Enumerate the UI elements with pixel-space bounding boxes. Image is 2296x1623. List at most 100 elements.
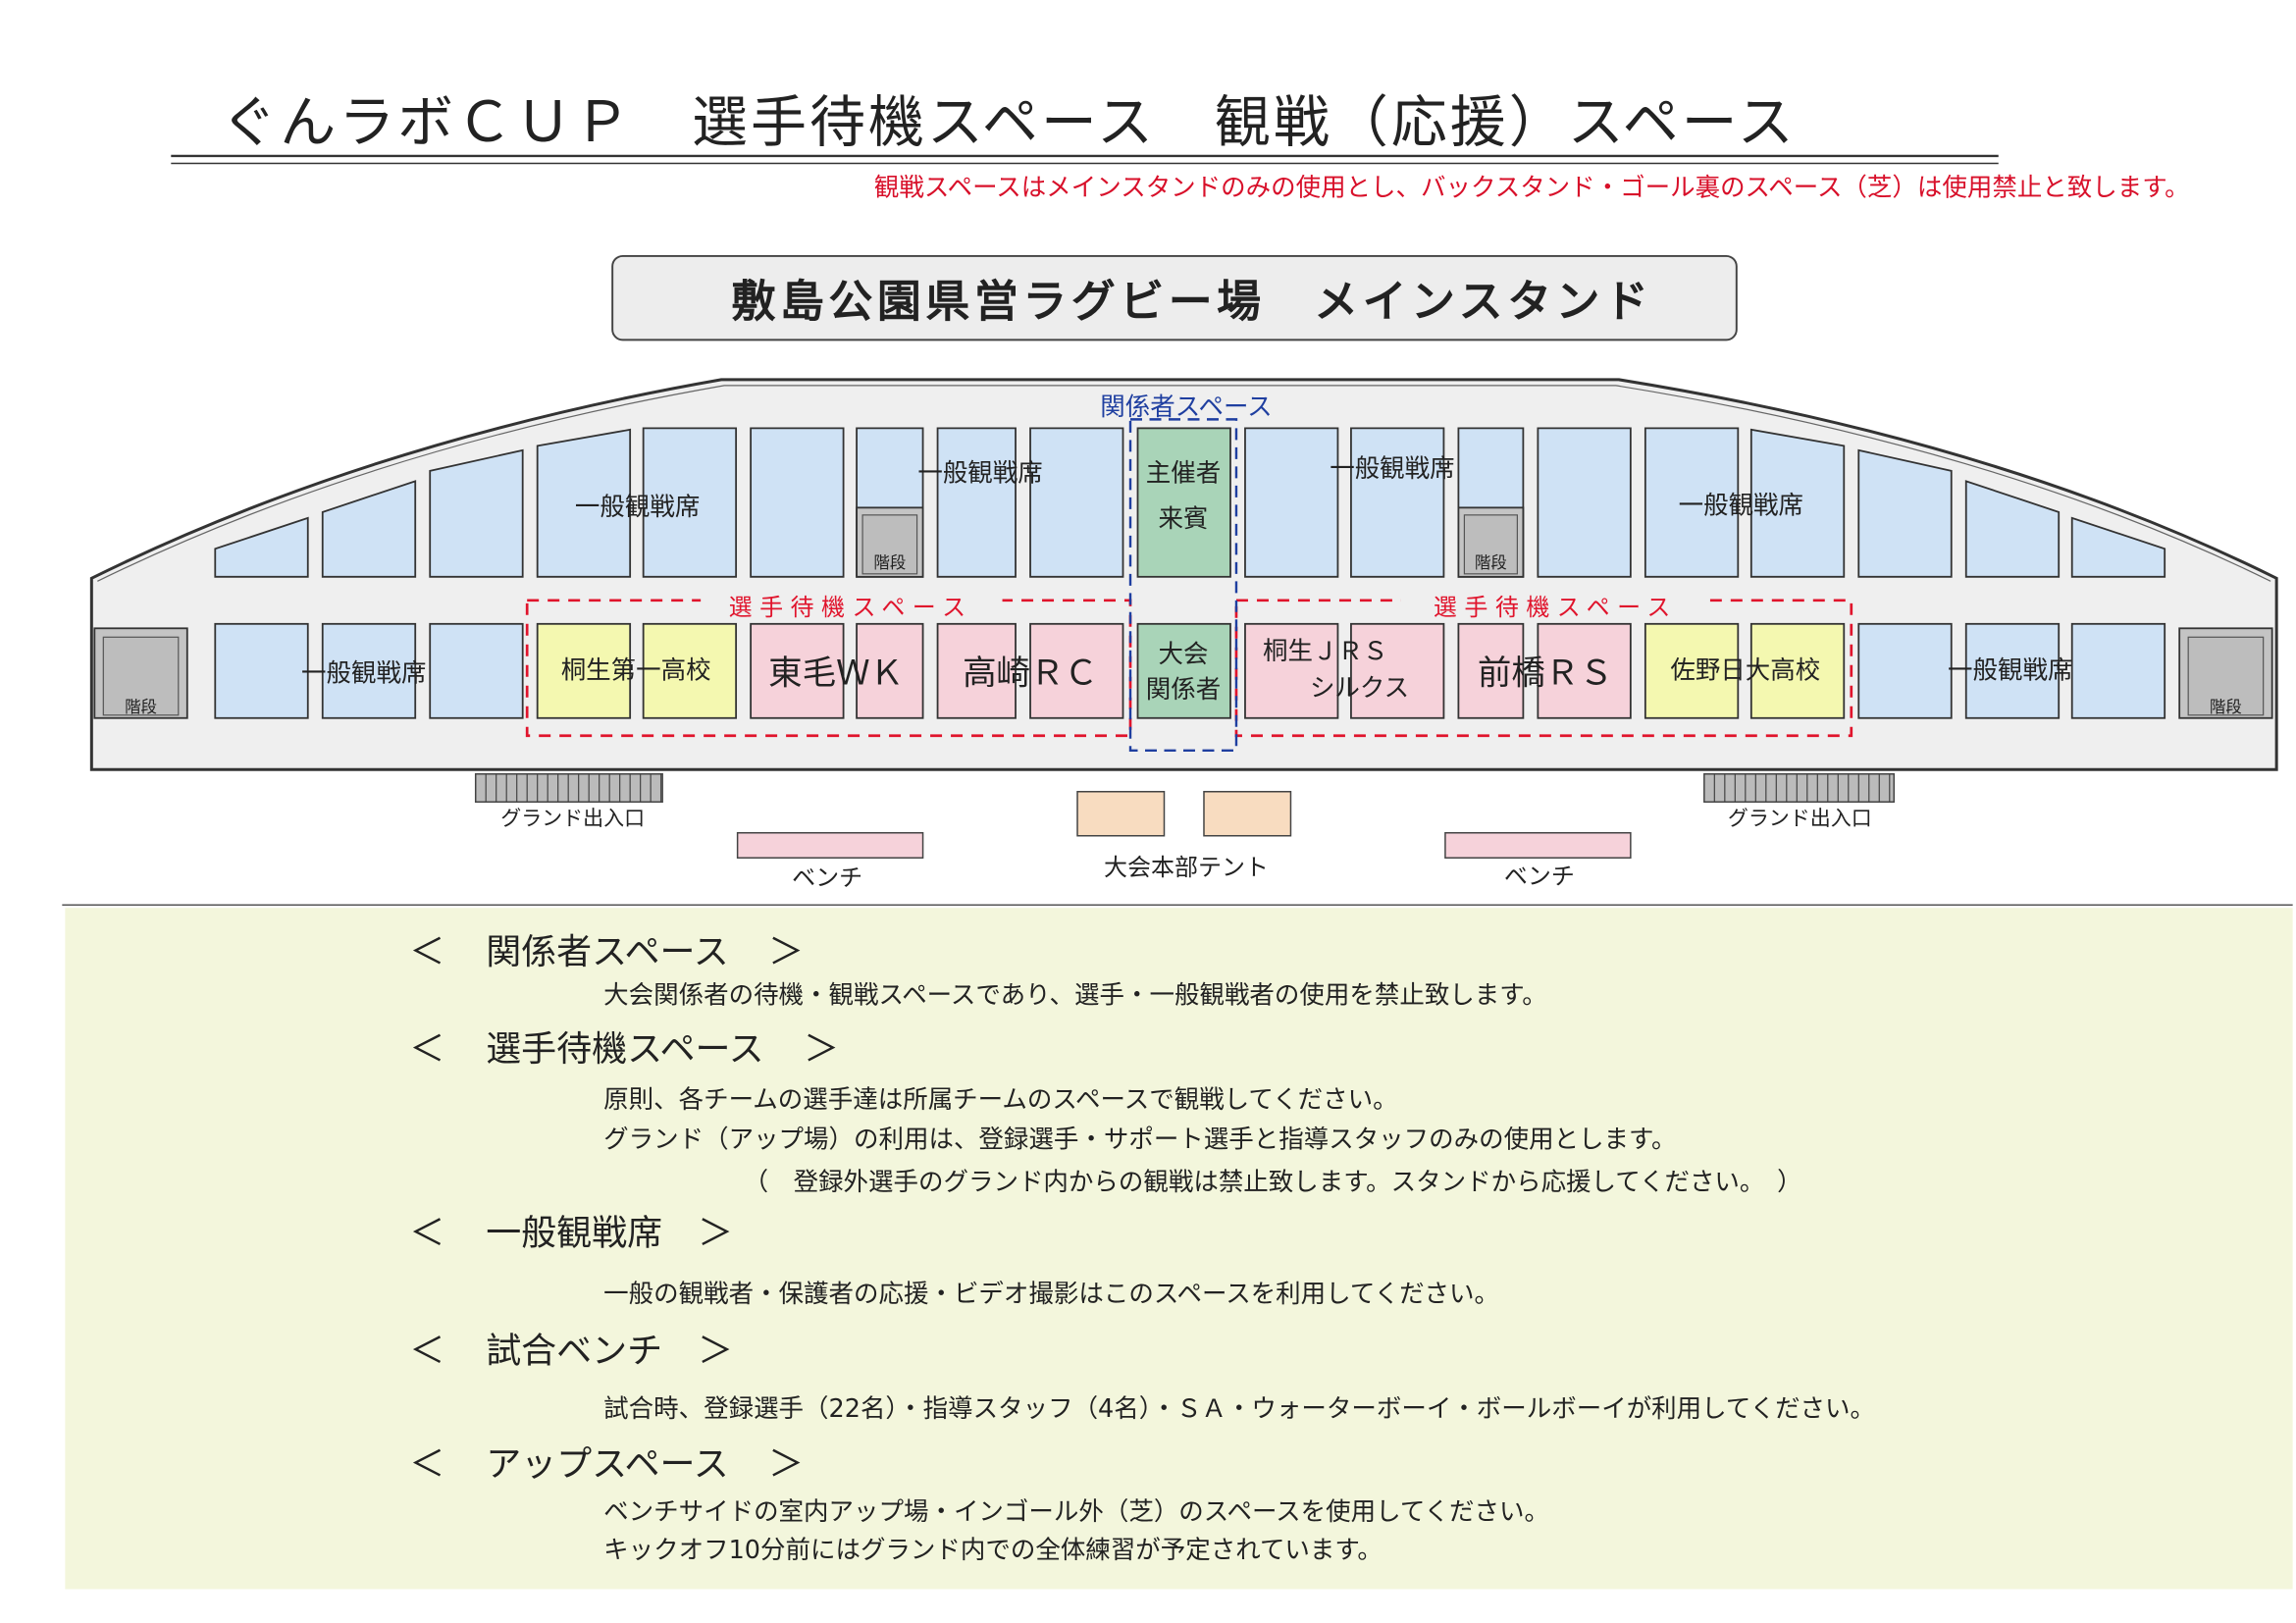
ground-entrance bbox=[474, 773, 663, 804]
stairs-label: 階段 bbox=[2210, 698, 2242, 716]
legend-sections: ＜ 関係者スペース ＞ 大会関係者の待機・観戦スペースであり、選手・一般観戦者の使用を… bbox=[409, 932, 1875, 1565]
officials-label: 大会 bbox=[1159, 640, 1209, 669]
page-title: ぐんラボＣＵＰ 選手待機スペース 観戦（応援）スペース bbox=[221, 90, 1796, 155]
bracket-close: ＞ bbox=[698, 1332, 733, 1372]
team-block bbox=[1457, 622, 1525, 719]
player-zone-label-right: 選手待機スペース bbox=[1434, 594, 1678, 621]
section-line: キックオフ10分前にはグランド内での全体練習が予定されています。 bbox=[603, 1536, 1383, 1565]
general-seat-block bbox=[321, 622, 417, 719]
section-heading: 試合ベンチ bbox=[486, 1332, 662, 1372]
team-maebashi-rs: 前橋ＲＳ bbox=[1478, 654, 1613, 693]
general-seat-block bbox=[1964, 622, 2061, 719]
general-seat-block bbox=[1749, 428, 1846, 578]
section-heading: 一般観戦席 bbox=[486, 1214, 662, 1254]
seat-blocks: 階段階段階段階段 bbox=[93, 427, 2273, 719]
bracket-close: ＞ bbox=[698, 1214, 733, 1254]
team-takasaki-rc: 高崎ＲＣ bbox=[963, 654, 1098, 693]
player-zone-label-left: 選手待機スペース bbox=[729, 594, 973, 621]
section-heading: アップスペース bbox=[486, 1444, 728, 1485]
general-seat-block bbox=[1029, 427, 1124, 578]
team-block bbox=[1644, 622, 1740, 719]
staff-zone-label: 関係者スペース bbox=[1100, 393, 1272, 422]
general-seat-block bbox=[1244, 427, 1339, 578]
team-block bbox=[642, 622, 738, 719]
ground-entrance-label: グランド出入口 bbox=[500, 807, 645, 830]
section-line: 一般の観戦者・保護者の応援・ビデオ撮影はこのスペースを利用してください。 bbox=[603, 1280, 1499, 1309]
stadium-outline-inner bbox=[97, 385, 2271, 582]
staff-zone bbox=[1128, 418, 1238, 752]
legend-section: ＜ 選手待機スペース ＞ 原則、各チームの選手達は所属チームのスペースで観戦してくださ… bbox=[409, 1029, 1801, 1197]
general-seat-block bbox=[214, 622, 309, 719]
bench bbox=[736, 831, 924, 859]
general-seat-block bbox=[1537, 427, 1632, 578]
team-kiryu-jrs: 桐生ＪＲＳ bbox=[1263, 637, 1387, 666]
officials-block bbox=[1136, 622, 1231, 719]
stairs-label: 階段 bbox=[1475, 553, 1507, 572]
general-seat-label: 一般観戦席 bbox=[917, 458, 1042, 488]
legend-section: ＜ 関係者スペース ＞ 大会関係者の待機・観戦スペースであり、選手・一般観戦者の使用を… bbox=[409, 932, 1546, 1010]
general-seat-block bbox=[1964, 480, 2061, 578]
section-line: 大会関係者の待機・観戦スペースであり、選手・一般観戦者の使用を禁止致します。 bbox=[603, 981, 1547, 1011]
section-heading: 関係者スペース bbox=[486, 932, 728, 972]
general-seat-block bbox=[321, 480, 417, 578]
bench-label: ベンチ bbox=[792, 864, 862, 892]
stand-title-box bbox=[611, 254, 1738, 341]
bracket-open: ＜ bbox=[409, 1029, 444, 1070]
general-seat-block bbox=[1857, 622, 1953, 719]
legend-section: ＜ 試合ベンチ ＞ 試合時、登録選手（22名）・指導スタッフ（4名）・ＳＡ・ウォーター… bbox=[409, 1332, 1875, 1424]
general-seat-block bbox=[642, 427, 738, 578]
general-seat-label: 一般観戦席 bbox=[1330, 454, 1454, 484]
bracket-open: ＜ bbox=[409, 932, 444, 972]
bench bbox=[1444, 831, 1632, 859]
stand-title: 敷島公園県営ラグビー場 メインスタンド bbox=[731, 275, 1652, 327]
team-block bbox=[1244, 622, 1339, 719]
general-seat-block bbox=[750, 427, 845, 578]
team-block bbox=[750, 622, 845, 719]
bench-label: ベンチ bbox=[1504, 863, 1575, 890]
section-heading: 選手待機スペース bbox=[486, 1029, 763, 1070]
team-block bbox=[1350, 622, 1445, 719]
host-guest-label: 主催者 bbox=[1146, 458, 1221, 488]
bracket-open: ＜ bbox=[409, 1332, 444, 1372]
section-line: ベンチサイドの室内アップ場・インゴール外（芝）のスペースを使用してください。 bbox=[603, 1497, 1549, 1527]
legend-section: ＜ 一般観戦席 ＞ 一般の観戦者・保護者の応援・ビデオ撮影はこのスペースを利用してくだ… bbox=[409, 1214, 1499, 1309]
general-seat-block bbox=[936, 427, 1017, 578]
usage-notice: 観戦スペースはメインスタンドのみの使用とし、バックスタンド・ゴール裏のスペース（… bbox=[874, 173, 2190, 202]
general-seat-label: 一般観戦席 bbox=[1679, 491, 1803, 520]
section-line: 原則、各チームの選手達は所属チームのスペースで観戦してください。 bbox=[603, 1085, 1397, 1115]
section-line: （ 登録外選手のグランド内からの観戦は禁止致します。スタンドから応援してください… bbox=[744, 1168, 1802, 1197]
team-block bbox=[1749, 622, 1846, 719]
bracket-open: ＜ bbox=[409, 1214, 444, 1254]
ground-entrance bbox=[1703, 773, 1896, 804]
general-seat-label: 一般観戦席 bbox=[1948, 655, 2072, 685]
hq-tent bbox=[1076, 791, 1166, 837]
bracket-close: ＞ bbox=[804, 1029, 839, 1070]
bracket-close: ＞ bbox=[768, 1444, 804, 1485]
hq-tent-label: 大会本部テント bbox=[1104, 854, 1269, 881]
team-toumou-wk: 東毛ＷＫ bbox=[768, 654, 904, 693]
player-zone-left bbox=[525, 599, 1132, 738]
team-block bbox=[936, 622, 1017, 719]
host-guest-label: 来賓 bbox=[1159, 504, 1209, 534]
general-seat-label: 一般観戦席 bbox=[301, 658, 426, 688]
legend-section: ＜ アップスペース ＞ ベンチサイドの室内アップ場・インゴール外（芝）のスペースを使用… bbox=[409, 1444, 1549, 1565]
hq-tent bbox=[1203, 791, 1292, 837]
team-block bbox=[1537, 622, 1632, 719]
general-seat-block bbox=[1857, 448, 1953, 578]
general-seat-label: 一般観戦席 bbox=[575, 493, 700, 522]
team-sano-nichidai: 佐野日大高校 bbox=[1670, 655, 1820, 685]
officials-label: 関係者 bbox=[1146, 675, 1221, 705]
team-block bbox=[536, 622, 632, 719]
bracket-open: ＜ bbox=[409, 1444, 444, 1485]
bracket-close: ＞ bbox=[768, 932, 804, 972]
team-kiryu-jrs: シルクス bbox=[1310, 673, 1409, 703]
general-seat-block bbox=[1644, 427, 1740, 578]
legend-panel bbox=[65, 908, 2293, 1590]
team-kiryu-daiichi: 桐生第一高校 bbox=[561, 655, 711, 685]
general-seat-block bbox=[429, 448, 524, 578]
ground-entrance-label: グランド出入口 bbox=[1728, 807, 1872, 830]
stairs-label: 階段 bbox=[873, 553, 906, 572]
section-line: 試合時、登録選手（22名）・指導スタッフ（4名）・ＳＡ・ウォーターボーイ・ボール… bbox=[603, 1394, 1875, 1424]
general-seat-block bbox=[214, 516, 309, 578]
general-seat-block bbox=[1350, 427, 1445, 578]
